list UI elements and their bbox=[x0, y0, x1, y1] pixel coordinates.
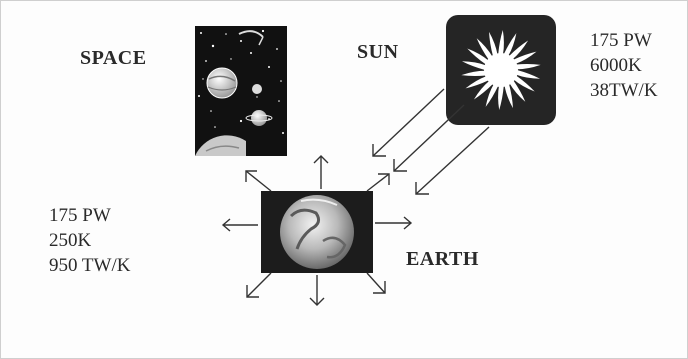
earth-image bbox=[261, 191, 373, 273]
earth-arrow-down bbox=[310, 275, 324, 305]
sun-stat-conductance: 38TW/K bbox=[590, 78, 658, 103]
space-label: SPACE bbox=[80, 47, 147, 70]
earth-arrow-upper-left bbox=[246, 171, 271, 191]
earth-label: EARTH bbox=[406, 248, 479, 271]
earth-arrow-left bbox=[223, 219, 258, 231]
earth-stat-power: 175 PW bbox=[49, 203, 130, 228]
sun-stat-power: 175 PW bbox=[590, 28, 658, 53]
earth-arrow-upper-right bbox=[367, 174, 389, 191]
sun-arrow-2 bbox=[394, 105, 464, 171]
earth-arrow-lower-left bbox=[247, 273, 271, 297]
sun-stat-temperature: 6000K bbox=[590, 53, 658, 78]
earth-arrow-right bbox=[375, 217, 411, 229]
sun-label: SUN bbox=[357, 41, 399, 64]
sun-arrow-1 bbox=[373, 89, 444, 156]
sun-arrow-3 bbox=[416, 127, 489, 194]
space-image bbox=[195, 26, 287, 156]
earth-stat-temperature: 250K bbox=[49, 228, 130, 253]
earth-stats: 175 PW 250K 950 TW/K bbox=[49, 203, 130, 278]
earth-stat-conductance: 950 TW/K bbox=[49, 253, 130, 278]
earth-arrow-up bbox=[314, 156, 328, 189]
sun-image bbox=[446, 15, 556, 125]
sun-stats: 175 PW 6000K 38TW/K bbox=[590, 28, 658, 103]
earth-arrow-lower-right bbox=[367, 273, 385, 293]
